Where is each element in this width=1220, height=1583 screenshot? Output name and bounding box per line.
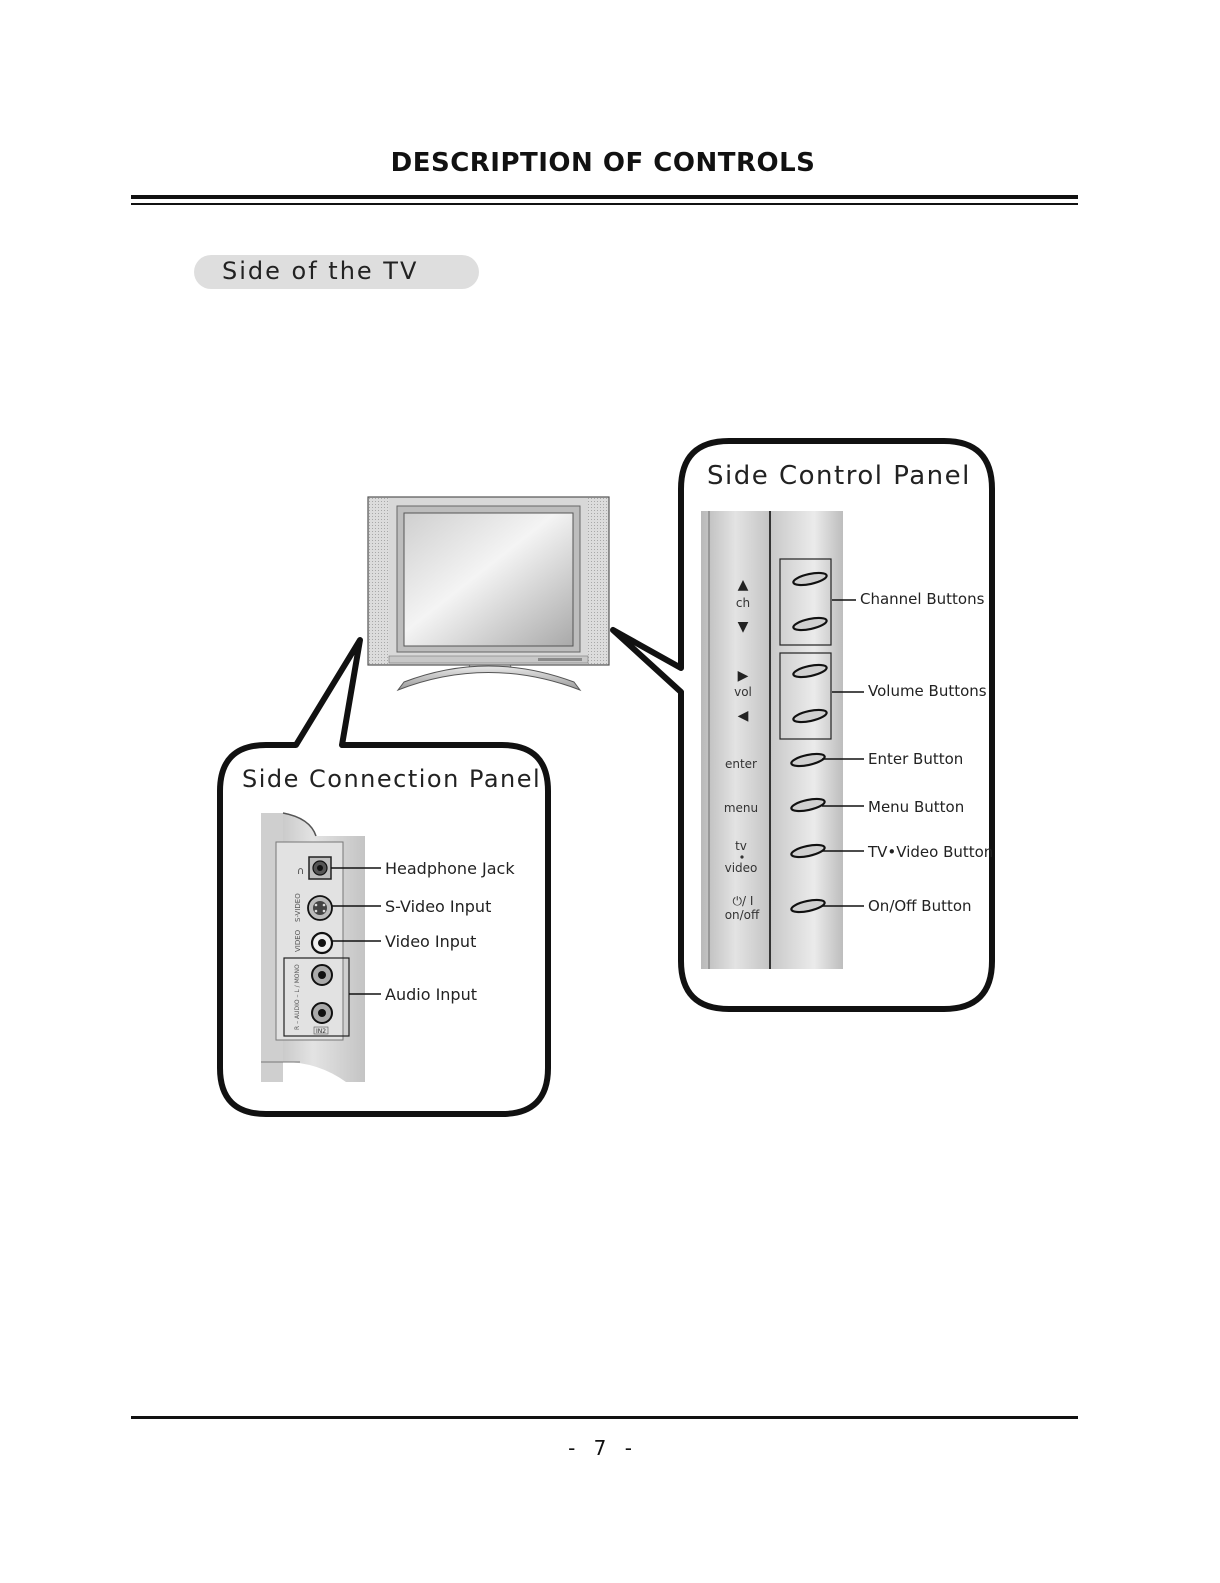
tv-video-button-callout: TV•Video Button bbox=[867, 843, 993, 861]
headphone-jack-callout: Headphone Jack bbox=[385, 859, 515, 878]
audio-jack-label: R – AUDIO – L / MONO bbox=[294, 964, 301, 1030]
onoff-button[interactable] bbox=[790, 898, 826, 915]
audio-input-frame bbox=[283, 957, 350, 1037]
headphone-icon: ∩ bbox=[297, 866, 304, 877]
vol-up-arrow-icon: ▶ bbox=[738, 668, 749, 684]
title-rule-thick bbox=[131, 195, 1078, 199]
channel-up-button[interactable] bbox=[792, 571, 828, 588]
control-panel-left-strip bbox=[701, 511, 770, 969]
ch-label: ch bbox=[736, 596, 750, 610]
video-label: video bbox=[725, 861, 758, 875]
connection-panel-callout: Side Connection Panel ∩ S-VIDEO VIDEO R … bbox=[217, 637, 551, 1117]
vol-down-arrow-icon: ◀ bbox=[738, 708, 749, 724]
onoff-button-callout: On/Off Button bbox=[868, 897, 972, 915]
section-pill bbox=[194, 255, 479, 289]
page-title: DESCRIPTION OF CONTROLS bbox=[390, 148, 816, 178]
menu-button[interactable] bbox=[790, 797, 826, 814]
volume-buttons-callout: Volume Buttons bbox=[868, 682, 987, 700]
ch-up-arrow-icon: ▲ bbox=[738, 577, 749, 593]
channel-buttons-callout: Channel Buttons bbox=[860, 590, 985, 608]
title-rule-thin bbox=[131, 203, 1078, 205]
ch-down-arrow-icon: ▼ bbox=[738, 619, 749, 635]
volume-up-button[interactable] bbox=[792, 663, 828, 680]
s-video-input-callout: S-Video Input bbox=[385, 897, 491, 916]
enter-button[interactable] bbox=[790, 752, 826, 769]
page-number: - 7 - bbox=[568, 1436, 638, 1460]
menu-button-callout: Menu Button bbox=[868, 798, 964, 816]
audio-input-callout: Audio Input bbox=[385, 985, 477, 1004]
channel-down-button[interactable] bbox=[792, 616, 828, 633]
enter-label: enter bbox=[725, 757, 757, 771]
menu-label: menu bbox=[724, 801, 758, 815]
in2-label: IN2 bbox=[316, 1028, 326, 1035]
tv-video-button[interactable] bbox=[790, 843, 826, 860]
enter-button-callout: Enter Button bbox=[868, 750, 963, 768]
video-jack-label: VIDEO bbox=[294, 929, 302, 952]
footer-rule bbox=[131, 1416, 1078, 1419]
connection-panel-heading: Side Connection Panel bbox=[242, 765, 541, 793]
s-video-jack-label: S-VIDEO bbox=[294, 893, 302, 922]
volume-button-frame bbox=[779, 652, 832, 740]
control-panel-callout: Side Control Panel ▲ ch ▼ ▶ vol ◀ enter … bbox=[610, 438, 995, 1012]
tv-label: tv bbox=[735, 839, 747, 853]
tv-video-dot bbox=[740, 855, 744, 859]
section-heading: Side of the TV bbox=[222, 257, 419, 285]
channel-button-frame bbox=[779, 558, 832, 646]
onoff-label: on/off bbox=[725, 908, 760, 922]
vol-label: vol bbox=[734, 685, 752, 699]
power-symbol-label: ⏻/ I bbox=[733, 894, 754, 908]
control-panel-heading: Side Control Panel bbox=[707, 461, 971, 491]
volume-down-button[interactable] bbox=[792, 708, 828, 725]
tv-illustration bbox=[367, 496, 610, 692]
video-input-callout: Video Input bbox=[385, 932, 476, 951]
